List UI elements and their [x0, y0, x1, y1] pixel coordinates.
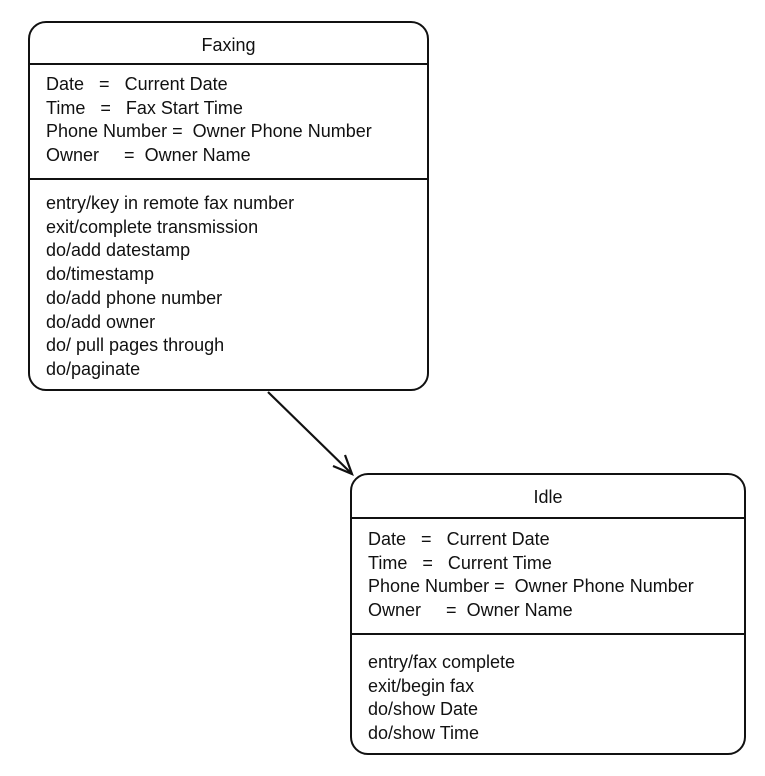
- activity-item: do/ pull pages through: [46, 335, 225, 356]
- attribute-row: Phone Number = Owner Phone Number: [46, 120, 427, 144]
- attributes-compartment: Date = Current Date Time = Current Time …: [352, 519, 744, 635]
- attribute-name: Phone Number: [368, 576, 490, 597]
- arrowhead: [332, 454, 354, 476]
- activities-compartment: entry/key in remote fax number exit/comp…: [30, 180, 427, 382]
- attribute-value: Current Date: [124, 74, 228, 94]
- activity-item: entry/key in remote fax number: [46, 193, 295, 213]
- state-name: Faxing: [30, 23, 427, 65]
- attribute-equals: =: [100, 97, 111, 118]
- activity-item: exit/begin fax: [368, 675, 475, 696]
- attribute-row: Time = Fax Start Time: [46, 97, 427, 121]
- attribute-row: Owner = Owner Name: [368, 599, 744, 623]
- activities-compartment: entry/fax complete exit/begin fax do/sho…: [352, 635, 744, 746]
- attribute-value: Owner Name: [466, 600, 573, 621]
- attribute-row: Date = Current Date: [46, 73, 427, 97]
- attribute-value: Current Date: [446, 529, 550, 549]
- attributes-compartment: Date = Current Date Time = Fax Start Tim…: [30, 65, 427, 180]
- attribute-name: Owner: [368, 600, 422, 621]
- activity-item: entry/fax complete: [368, 652, 516, 672]
- attribute-value: Owner Name: [144, 145, 251, 166]
- attribute-equals: =: [99, 74, 110, 94]
- transition-line: [267, 391, 353, 475]
- activity-item: do/add datestamp: [46, 240, 191, 261]
- attribute-row: Date = Current Date: [368, 528, 744, 552]
- activity-item: do/add phone number: [46, 287, 223, 308]
- attribute-equals: =: [494, 576, 505, 597]
- attribute-row: Owner = Owner Name: [46, 144, 427, 168]
- attribute-value: Owner Phone Number: [514, 576, 694, 597]
- attribute-equals: =: [172, 121, 183, 142]
- activity-item: do/paginate: [46, 358, 141, 379]
- state-name: Idle: [352, 475, 744, 519]
- attribute-name: Date: [368, 529, 407, 549]
- attribute-equals: =: [421, 529, 432, 549]
- attribute-name: Time: [46, 97, 86, 118]
- attribute-value: Current Time: [447, 552, 552, 573]
- attribute-row: Time = Current Time: [368, 552, 744, 576]
- attribute-equals: =: [422, 552, 433, 573]
- activity-item: do/add owner: [46, 311, 156, 332]
- activity-item: do/show Date: [368, 699, 479, 720]
- attribute-row: Phone Number = Owner Phone Number: [368, 575, 744, 599]
- attribute-name: Time: [368, 552, 408, 573]
- state-idle[interactable]: Idle Date = Current Date Time = Current …: [350, 473, 746, 755]
- attribute-value: Owner Phone Number: [192, 121, 372, 142]
- activity-item: do/timestamp: [46, 264, 155, 285]
- state-faxing[interactable]: Faxing Date = Current Date Time = Fax St…: [28, 21, 429, 391]
- attribute-equals: =: [446, 600, 457, 621]
- activity-item: exit/complete transmission: [46, 216, 259, 237]
- attribute-equals: =: [124, 145, 135, 166]
- attribute-name: Phone Number: [46, 121, 168, 142]
- attribute-name: Owner: [46, 145, 100, 166]
- attribute-value: Fax Start Time: [125, 97, 243, 118]
- activity-item: do/show Time: [368, 723, 480, 744]
- attribute-name: Date: [46, 74, 85, 94]
